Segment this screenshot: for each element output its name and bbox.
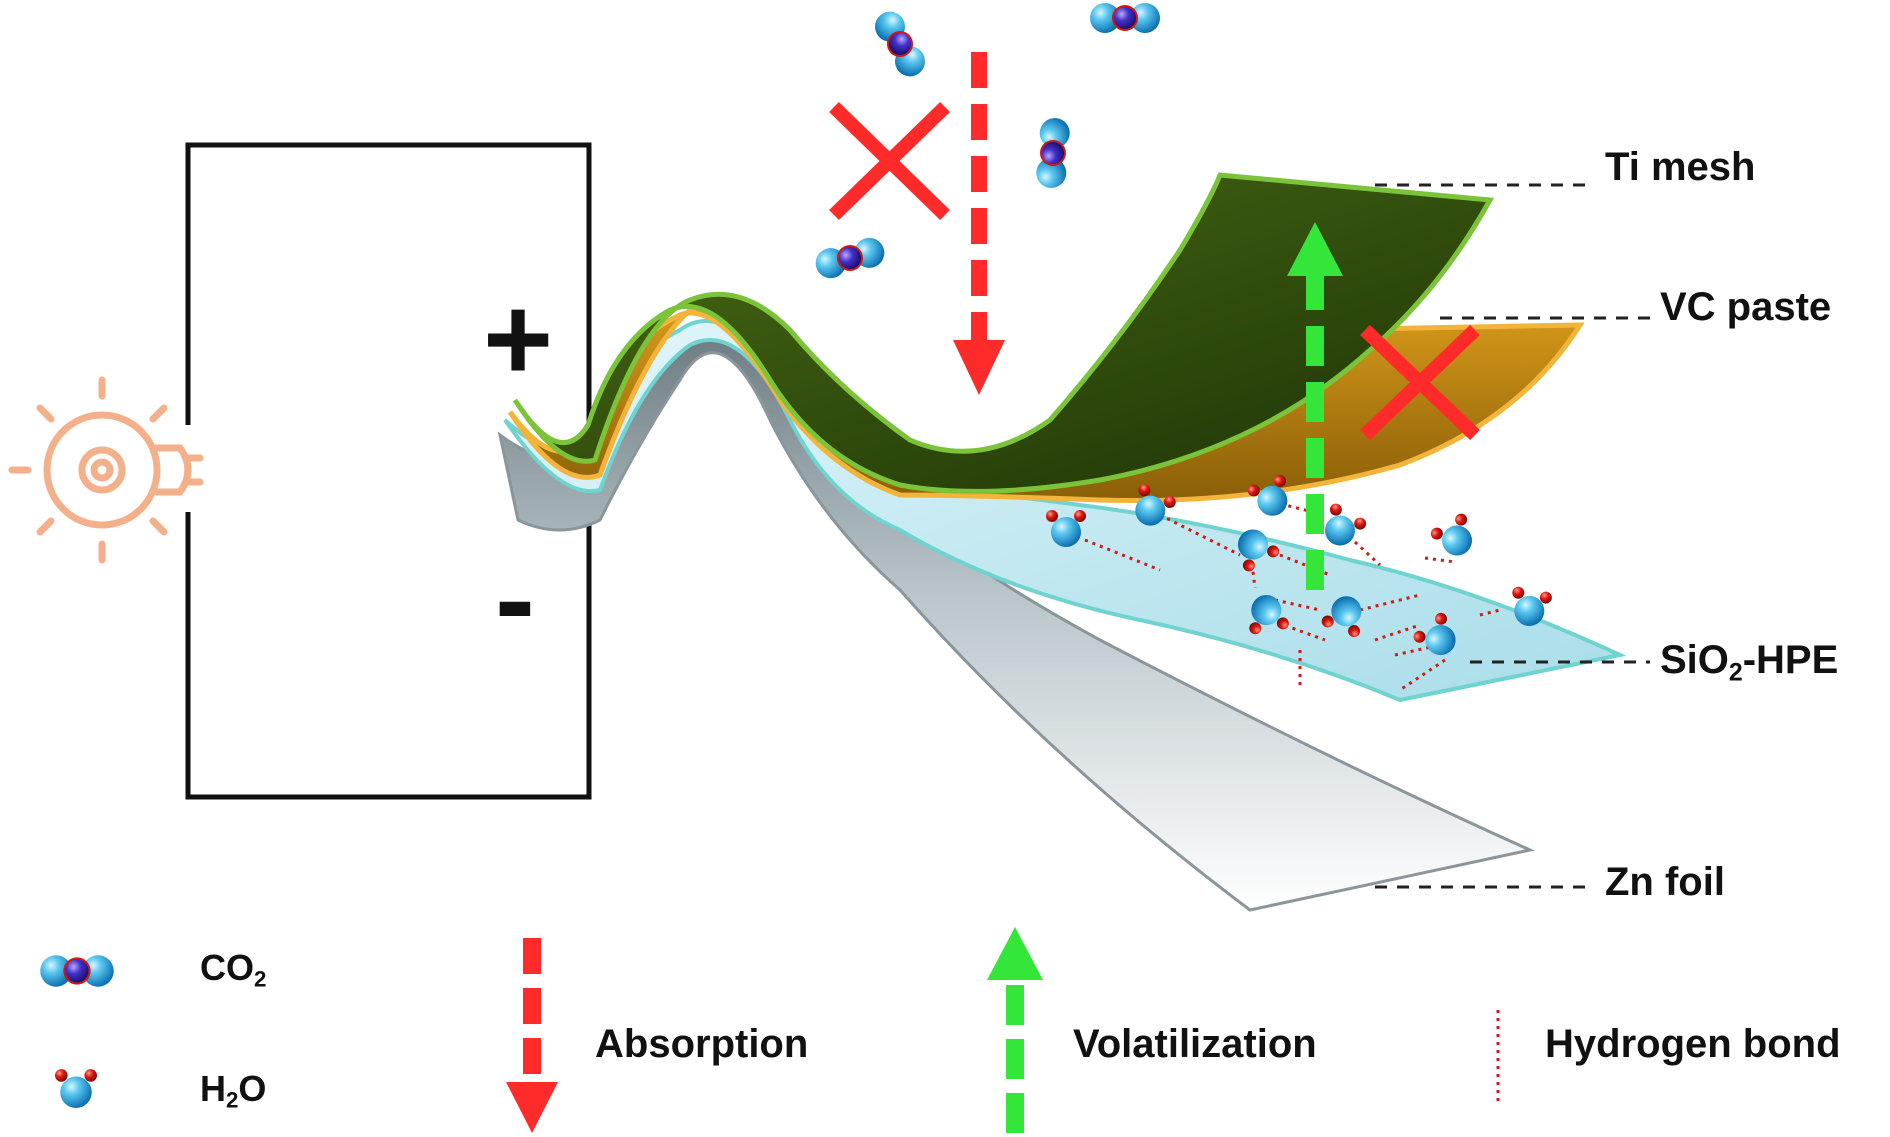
sio2-hpe-subscript: 2 bbox=[1728, 659, 1743, 687]
cross-icon bbox=[1360, 324, 1480, 441]
label-leader-lines bbox=[1375, 183, 1650, 889]
legend-volatilization-arrow-icon bbox=[987, 927, 1043, 1133]
h2o-molecule-icon bbox=[55, 1069, 97, 1108]
light-bulb-gear-icon bbox=[8, 376, 204, 564]
legend-absorption-label: Absorption bbox=[595, 1022, 809, 1066]
positive-terminal-symbol: + bbox=[483, 272, 553, 406]
legend-hydrogen-bond-label: Hydrogen bond bbox=[1545, 1022, 1841, 1066]
ti-mesh-label: Ti mesh bbox=[1605, 145, 1756, 189]
zn-foil-label: Zn foil bbox=[1605, 860, 1725, 904]
h2o-subscript: 2 bbox=[226, 1087, 239, 1113]
negative-terminal-symbol: - bbox=[495, 532, 535, 666]
absorption-arrow-icon bbox=[953, 52, 1005, 395]
sio2-hpe-prefix: SiO bbox=[1660, 638, 1729, 682]
co2-molecule-icon bbox=[40, 955, 114, 987]
h2o-prefix: H bbox=[200, 1068, 226, 1109]
legend-co2-label: CO2 bbox=[200, 947, 266, 993]
external-circuit bbox=[185, 142, 592, 800]
h2o-suffix: O bbox=[238, 1068, 267, 1109]
legend-absorption-arrow-icon bbox=[506, 938, 558, 1133]
legend-h2o-label: H2O bbox=[200, 1068, 266, 1114]
co2-subscript: 2 bbox=[254, 966, 267, 992]
co2-prefix: CO bbox=[200, 947, 254, 988]
sio2-hpe-label: SiO2-HPE bbox=[1660, 638, 1838, 687]
ti-mesh-layer bbox=[512, 172, 1495, 494]
sio2-hpe-suffix: -HPE bbox=[1742, 638, 1839, 682]
vc-paste-label: VC paste bbox=[1660, 285, 1832, 329]
volatilization-arrow-icon bbox=[1287, 222, 1343, 590]
legend-volatilization-label: Volatilization bbox=[1073, 1022, 1317, 1066]
cross-icon bbox=[829, 101, 950, 221]
